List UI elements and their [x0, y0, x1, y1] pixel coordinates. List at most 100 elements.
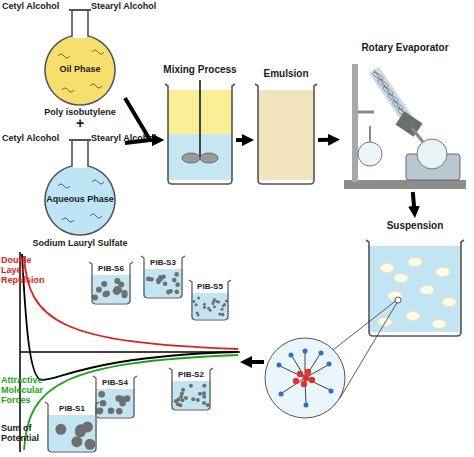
sample-beaker: PIB-S1 [44, 402, 100, 452]
molecule-symbol [62, 218, 74, 222]
node-text: Stearyl Alcohol [91, 134, 167, 144]
particle [184, 396, 188, 400]
particle [84, 439, 95, 450]
particle [213, 305, 216, 308]
stirrer-blade [200, 153, 218, 163]
emulsion-liquid [258, 90, 314, 180]
particle [202, 395, 206, 399]
particle [203, 306, 206, 309]
molecule-symbol [58, 184, 70, 188]
particle [174, 272, 179, 277]
particle [166, 290, 171, 295]
particle [221, 313, 224, 316]
beaker-outline [366, 240, 464, 336]
particle [172, 278, 177, 283]
molecule-symbol [92, 180, 104, 184]
emulsion-beaker: Emulsion [254, 62, 318, 184]
nanoparticle [380, 264, 394, 273]
surfactant-tails [280, 352, 330, 404]
node-title: Mixing Process [156, 64, 244, 75]
flask-neck [73, 10, 87, 38]
node-title: Emulsion [248, 68, 324, 79]
sample-beaker: PIB-S3 [140, 256, 186, 298]
particle [55, 424, 66, 435]
particle [217, 301, 220, 304]
particle [118, 395, 125, 402]
node-text: Aqueous Phase [40, 195, 120, 205]
suspension-beaker: Suspension [365, 218, 465, 336]
particle [189, 384, 193, 388]
zoom-source-dot [395, 297, 401, 303]
particle [180, 398, 184, 402]
rotary-evaporator-drawing [344, 64, 466, 189]
suspension-liquid [369, 246, 461, 332]
mixing-beaker-outline [164, 62, 236, 184]
molecule-symbol [90, 84, 102, 88]
beaker-outline [45, 402, 99, 452]
particle [203, 303, 206, 306]
stirrer-shaft [199, 80, 201, 158]
flow-arrow [125, 140, 155, 143]
beaker-outline [189, 280, 231, 320]
flask-lip [69, 9, 91, 11]
particle [124, 395, 131, 402]
flow-arrow [413, 192, 414, 209]
particle [207, 307, 210, 310]
particle [175, 282, 180, 287]
node-text: Poly isobutylene [25, 108, 135, 118]
nanoparticle [394, 274, 408, 283]
particle [92, 294, 98, 300]
curve-label: Attractive Molecular Forces [1, 376, 53, 406]
particle [197, 297, 200, 300]
flask-outline [45, 10, 115, 105]
oil-phase-flask: Cetyl AlcoholStearyl AlcoholOil PhasePol… [35, 8, 125, 108]
molecule-symbol [92, 50, 104, 54]
particle [181, 388, 185, 392]
sum-curve [22, 254, 238, 380]
particle [213, 298, 216, 301]
nanoparticle [408, 258, 422, 267]
node-text: Cetyl Alcohol [2, 134, 68, 144]
leader-line [333, 299, 398, 350]
molecule-symbol [58, 54, 70, 58]
node-text: Oil Phase [43, 65, 117, 75]
rotary-evaporator: Rotary Evaporator [340, 42, 470, 192]
leader-line [340, 301, 398, 398]
sample-beaker: PIB-S5 [188, 280, 232, 320]
particle [220, 308, 223, 311]
node-title: PIB-S4 [94, 379, 136, 388]
flask-lip [69, 139, 91, 141]
particle [218, 313, 221, 316]
nanoparticle [378, 318, 392, 327]
result-arrow [249, 360, 264, 364]
particle [156, 280, 161, 285]
zoom-circle [265, 338, 345, 418]
particle [114, 278, 120, 284]
attraction-curve [24, 355, 238, 450]
sample-liquid [171, 381, 211, 409]
sample-liquid [143, 269, 183, 297]
curve-label: Double Layer Repulsion [1, 256, 47, 286]
particle [146, 277, 151, 282]
plus-sign: + [68, 116, 92, 131]
rotary-evaporator-outline [340, 42, 470, 192]
particle [192, 300, 195, 303]
aqueous-phase-flask-outline [35, 138, 125, 238]
node-title: PIB-S1 [46, 405, 98, 414]
particle [180, 392, 184, 396]
suspension-beaker-outline [365, 218, 465, 336]
nanoparticle [420, 286, 434, 295]
nanoparticle [432, 320, 446, 329]
flow-arrow [318, 138, 331, 142]
nanoparticle [388, 292, 402, 301]
particle [97, 408, 104, 415]
particle [211, 302, 214, 305]
node-text: Stearyl Alcohol [91, 2, 167, 12]
aqueous-phase-flask: Cetyl AlcoholStearyl AlcoholAqueous Phas… [35, 138, 125, 238]
beaker-outline [93, 376, 137, 418]
particle [196, 398, 200, 402]
polymer-core [293, 369, 315, 387]
particle [191, 397, 195, 401]
